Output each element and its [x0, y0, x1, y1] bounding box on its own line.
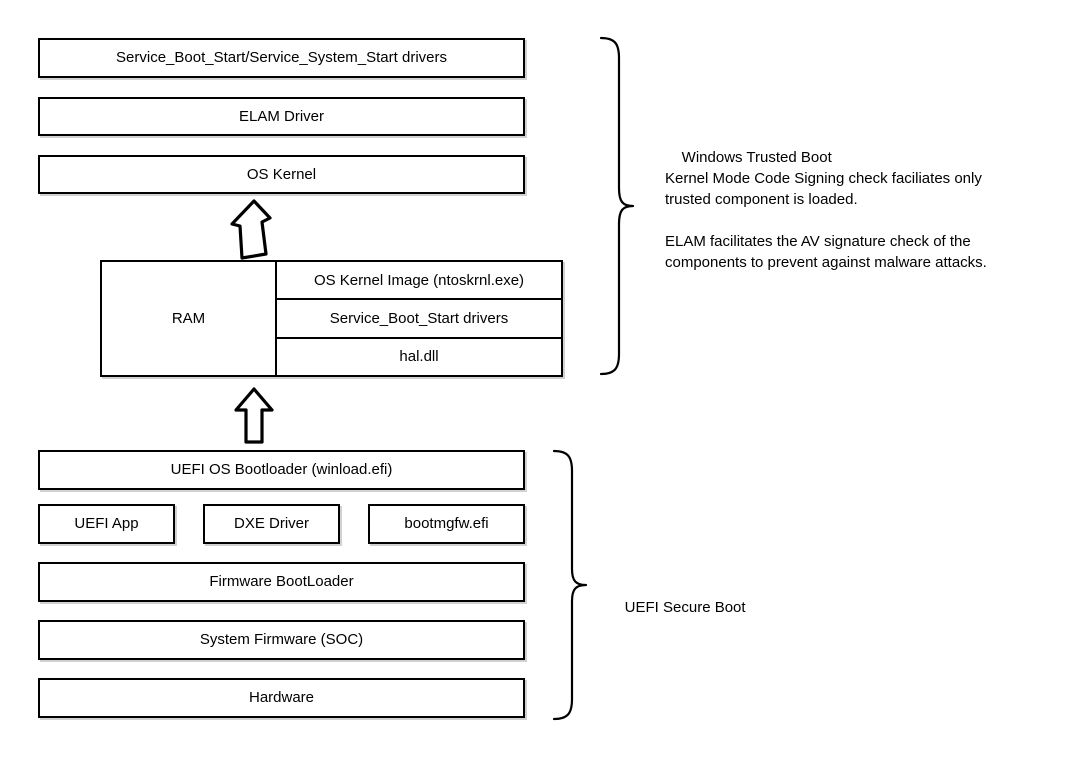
box-system-firmware-soc[interactable]: System Firmware (SOC) [38, 620, 525, 660]
box-label: DXE Driver [233, 515, 309, 532]
annotation-heading-text: Windows Trusted Boot [681, 149, 832, 166]
box-label: ELAM Driver [238, 107, 324, 125]
ram-row-label: OS Kernel Image (ntoskrnl.exe) [313, 271, 525, 289]
annotation-paragraph: Kernel Mode Code Signing check faciliate… [665, 170, 982, 208]
box-label: bootmgfw.efi [404, 515, 489, 532]
annotation-trusted-boot-body: Kernel Mode Code Signing check faciliate… [665, 168, 1025, 273]
ram-label-cell: RAM [102, 262, 277, 375]
box-label: OS Kernel [246, 165, 317, 183]
ram-contents: OS Kernel Image (ntoskrnl.exe) Service_B… [277, 262, 561, 375]
ram-row[interactable]: hal.dll [277, 339, 561, 375]
box-bootmgfw-efi[interactable]: bootmgfw.efi [368, 504, 525, 544]
annotation-label-text: UEFI Secure Boot [624, 599, 746, 616]
ram-row[interactable]: Service_Boot_Start drivers [277, 300, 561, 339]
box-firmware-bootloader[interactable]: Firmware BootLoader [38, 562, 525, 602]
box-uefi-os-bootloader[interactable]: UEFI OS Bootloader (winload.efi) [38, 450, 525, 490]
annotation-secure-boot-label: UEFI Secure Boot [608, 576, 746, 639]
box-os-kernel[interactable]: OS Kernel [38, 155, 525, 194]
ram-label: RAM [171, 310, 206, 327]
box-label: Service_Boot_Start/Service_System_Start … [116, 49, 447, 66]
box-hardware[interactable]: Hardware [38, 678, 525, 718]
ram-row-label: Service_Boot_Start drivers [329, 309, 509, 327]
ram-table[interactable]: RAM OS Kernel Image (ntoskrnl.exe) Servi… [100, 260, 563, 377]
box-uefi-app[interactable]: UEFI App [38, 504, 175, 544]
annotation-trusted-boot-heading: Windows Trusted Boot [665, 126, 832, 189]
brace-secure-boot [548, 444, 592, 726]
up-arrow-bootloader-to-ram [228, 385, 280, 445]
box-dxe-driver[interactable]: DXE Driver [203, 504, 340, 544]
annotation-paragraph: ELAM facilitates the AV signature check … [665, 233, 987, 271]
ram-row[interactable]: OS Kernel Image (ntoskrnl.exe) [277, 262, 561, 301]
ram-row-label: hal.dll [399, 348, 439, 366]
up-arrow-ram-to-kernel [228, 198, 284, 260]
box-label: UEFI OS Bootloader (winload.efi) [170, 461, 393, 478]
box-service-boot-start-drivers[interactable]: Service_Boot_Start/Service_System_Start … [38, 38, 525, 78]
box-label: UEFI App [74, 515, 139, 532]
box-elam-driver[interactable]: ELAM Driver [38, 97, 525, 136]
box-label: Hardware [248, 689, 315, 706]
box-label: System Firmware (SOC) [199, 631, 364, 648]
brace-trusted-boot [595, 30, 639, 380]
box-label: Firmware BootLoader [209, 573, 354, 590]
